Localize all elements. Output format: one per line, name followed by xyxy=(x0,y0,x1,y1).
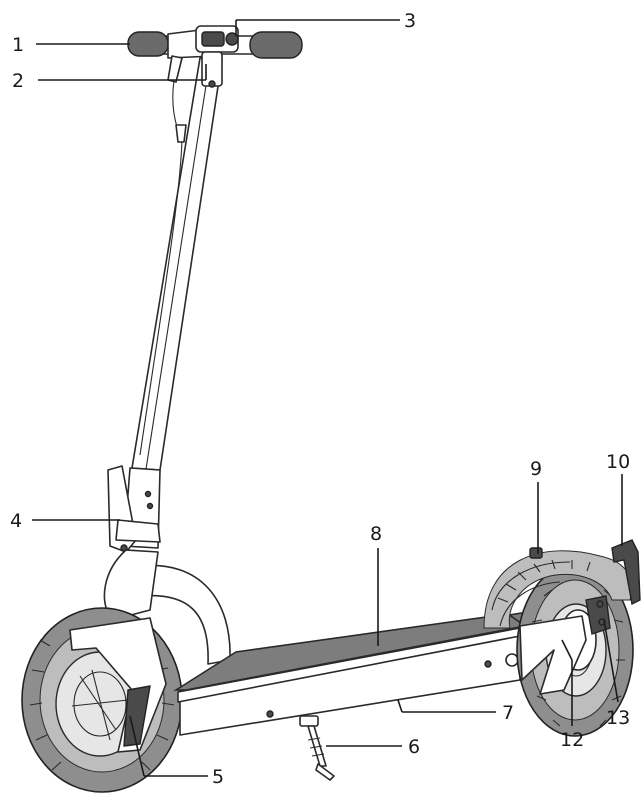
leader-lines xyxy=(32,19,623,777)
deck xyxy=(173,609,541,736)
callout-10: 10 xyxy=(606,451,630,473)
kickstand xyxy=(299,715,335,781)
left-grip xyxy=(127,31,169,57)
brake-lever xyxy=(167,55,183,83)
rear-mudguard-brake xyxy=(611,539,641,606)
callout-9: 9 xyxy=(530,458,542,480)
callout-7: 7 xyxy=(502,702,514,724)
callout-4: 4 xyxy=(10,510,22,532)
handlebar xyxy=(127,25,303,88)
brake-cable xyxy=(139,54,183,456)
folding-mechanism xyxy=(107,465,161,553)
callout-2: 2 xyxy=(12,70,24,92)
deck-top xyxy=(173,613,528,691)
callout-8: 8 xyxy=(370,523,382,545)
callout-1: 1 xyxy=(12,34,24,56)
stem xyxy=(131,57,223,471)
right-grip xyxy=(249,31,303,59)
callout-12: 12 xyxy=(560,729,584,751)
callout-labels: 1 2 3 4 5 6 7 8 9 10 12 13 xyxy=(10,10,630,788)
callout-5: 5 xyxy=(212,766,224,788)
callout-13: 13 xyxy=(606,707,630,729)
rear-light xyxy=(529,547,543,559)
rear-arm xyxy=(519,615,587,695)
cable-clip xyxy=(175,124,187,143)
callout-3: 3 xyxy=(404,10,416,32)
rear-fender xyxy=(483,547,633,629)
throttle xyxy=(225,32,239,46)
callout-6: 6 xyxy=(408,736,420,758)
